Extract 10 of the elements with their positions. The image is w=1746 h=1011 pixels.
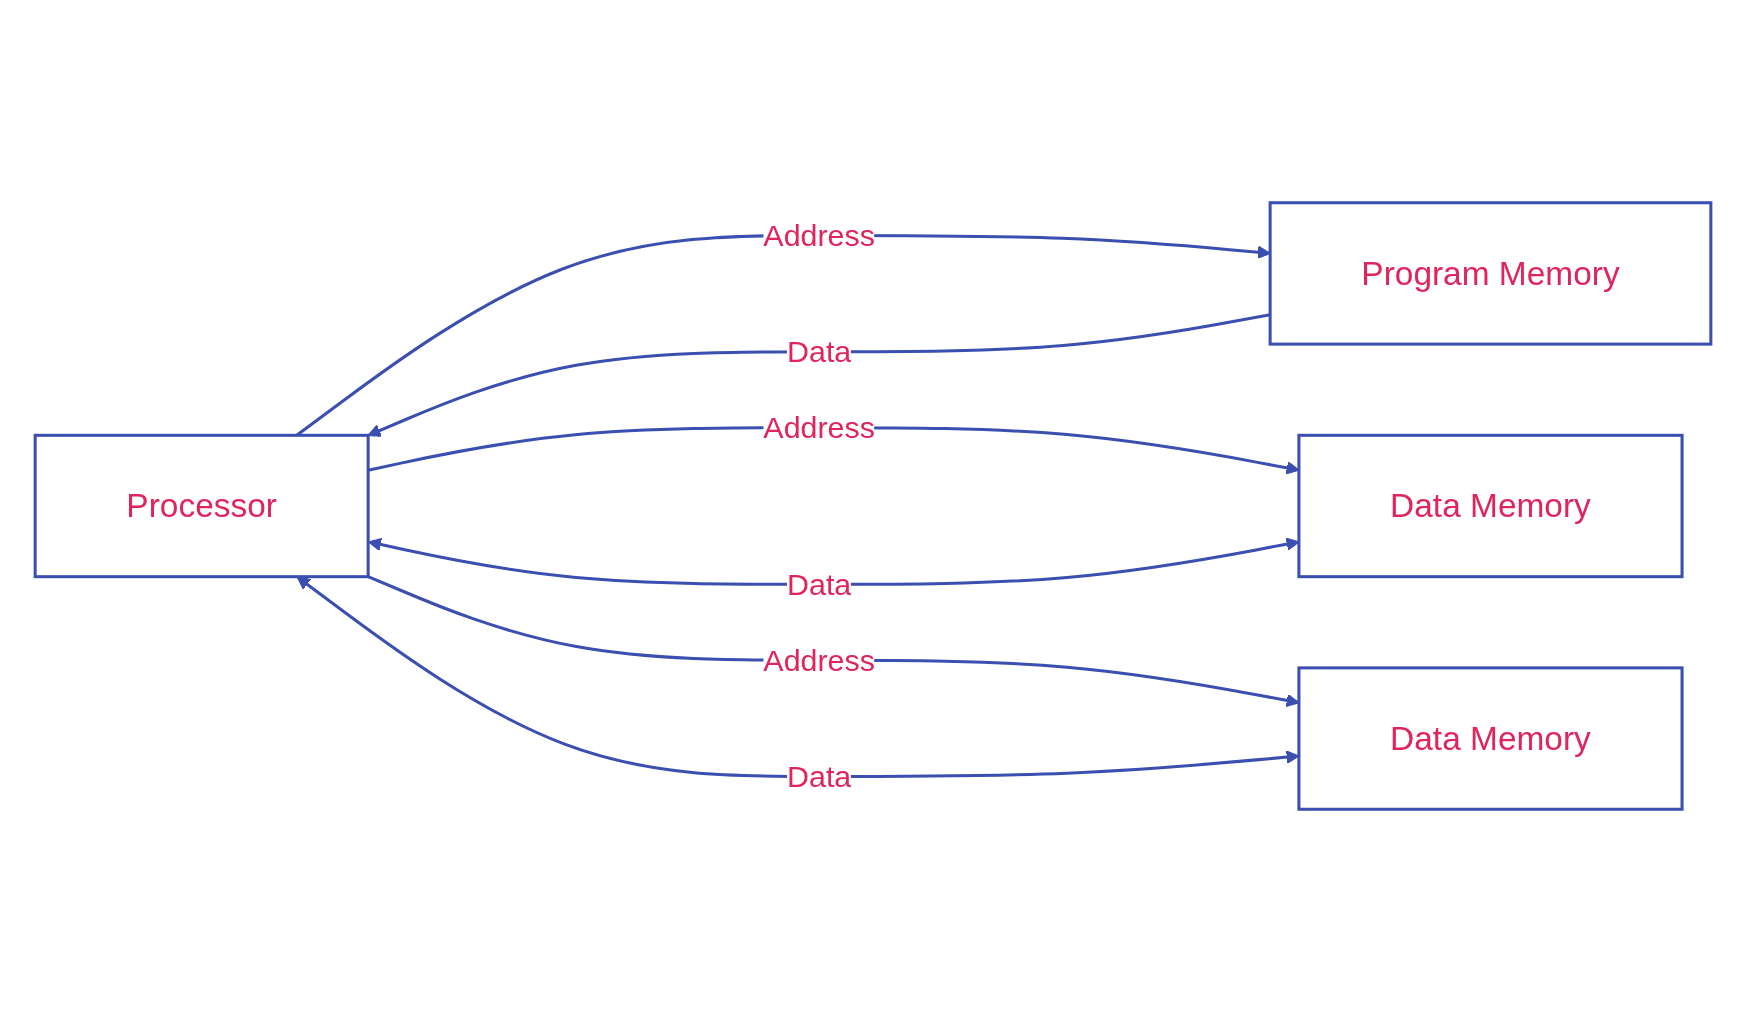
node-box: Program Memory: [1268, 200, 1713, 346]
edge-label: Data: [787, 567, 852, 601]
node-box: Data Memory: [1297, 433, 1684, 578]
edge-label: Data: [787, 759, 852, 793]
node-box: Processor: [33, 433, 370, 578]
edge-label: Address: [763, 218, 875, 252]
node-box: Data Memory: [1297, 665, 1684, 811]
edge-label: Data: [787, 334, 852, 368]
edge-label: Address: [763, 410, 875, 444]
edge-label: Address: [763, 643, 875, 677]
